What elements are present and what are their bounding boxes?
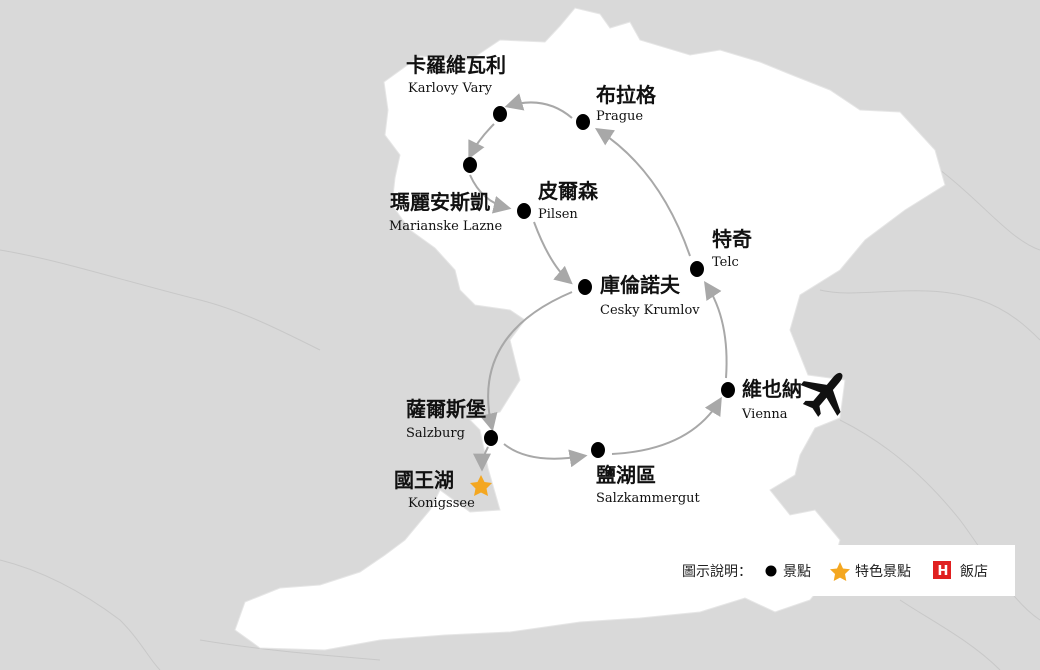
star-konigssee[interactable] [470,475,492,496]
label-prague-en: Prague [596,109,643,124]
route-karlovy-marianske [468,123,495,160]
route-marianske-pilsen [469,174,512,214]
label-pilsen-en: Pilsen [538,207,578,222]
legend-star-icon [830,562,850,581]
route-lines [468,93,728,472]
dot-marianske-lazne[interactable] [463,157,477,173]
legend-hotel-icon [933,561,951,579]
legend-dot-icon [765,565,777,577]
route-salzkammergut-vienna [611,396,722,455]
dot-salzkammergut[interactable] [591,442,605,458]
legend-hotel-letter: H [938,564,949,579]
route-vienna-telc [704,281,728,379]
land-region [234,7,946,651]
label-cesky-krumlov-zh: 庫倫諾夫 [600,273,681,297]
place-labels: 卡羅維瓦利 Karlovy Vary 布拉格 Prague 瑪麗安斯凱 Mari… [389,53,802,511]
label-vienna-en: Vienna [741,407,788,422]
route-telc-prague [594,128,691,257]
label-prague-zh: 布拉格 [596,83,657,107]
dot-telc[interactable] [690,261,704,277]
label-konigssee-en: Konigssee [408,496,475,511]
legend-hotel-label: 飯店 [960,563,988,580]
legend: 圖示說明： 景點 特色景點 H 飯店 [668,545,1015,596]
route-salzburg-salzkammergut [503,443,588,468]
dot-cesky-krumlov[interactable] [578,279,592,295]
label-salzburg-en: Salzburg [406,426,465,441]
label-pilsen-zh: 皮爾森 [538,179,599,203]
route-krumlov-salzburg [479,291,573,432]
dot-prague[interactable] [576,114,590,130]
route-salzburg-konigssee [473,446,492,472]
place-dots [463,106,735,458]
label-salzkammergut-zh: 鹽湖區 [596,463,656,487]
airplane-icon [800,372,843,417]
dot-salzburg[interactable] [484,430,498,446]
label-karlovy-vary-zh: 卡羅維瓦利 [406,53,506,77]
label-salzburg-zh: 薩爾斯堡 [406,397,486,421]
route-prague-karlovy [504,93,573,119]
dot-karlovy-vary[interactable] [493,106,507,122]
label-karlovy-vary-en: Karlovy Vary [408,81,493,96]
label-konigssee-zh: 國王湖 [394,468,454,492]
legend-title: 圖示說明： [682,563,752,580]
dot-vienna[interactable] [721,382,735,398]
label-marianske-lazne-zh: 瑪麗安斯凱 [390,190,490,214]
label-telc-zh: 特奇 [712,227,752,251]
dot-pilsen[interactable] [517,203,531,219]
label-vienna-zh: 維也納 [742,377,802,401]
legend-featured-label: 特色景點 [855,563,911,580]
label-salzkammergut-en: Salzkammergut [596,491,701,506]
label-telc-en: Telc [712,255,739,270]
label-marianske-lazne-en: Marianske Lazne [389,219,503,234]
legend-attraction-label: 景點 [783,564,811,580]
label-cesky-krumlov-en: Cesky Krumlov [600,303,700,318]
route-pilsen-krumlov [533,221,573,285]
